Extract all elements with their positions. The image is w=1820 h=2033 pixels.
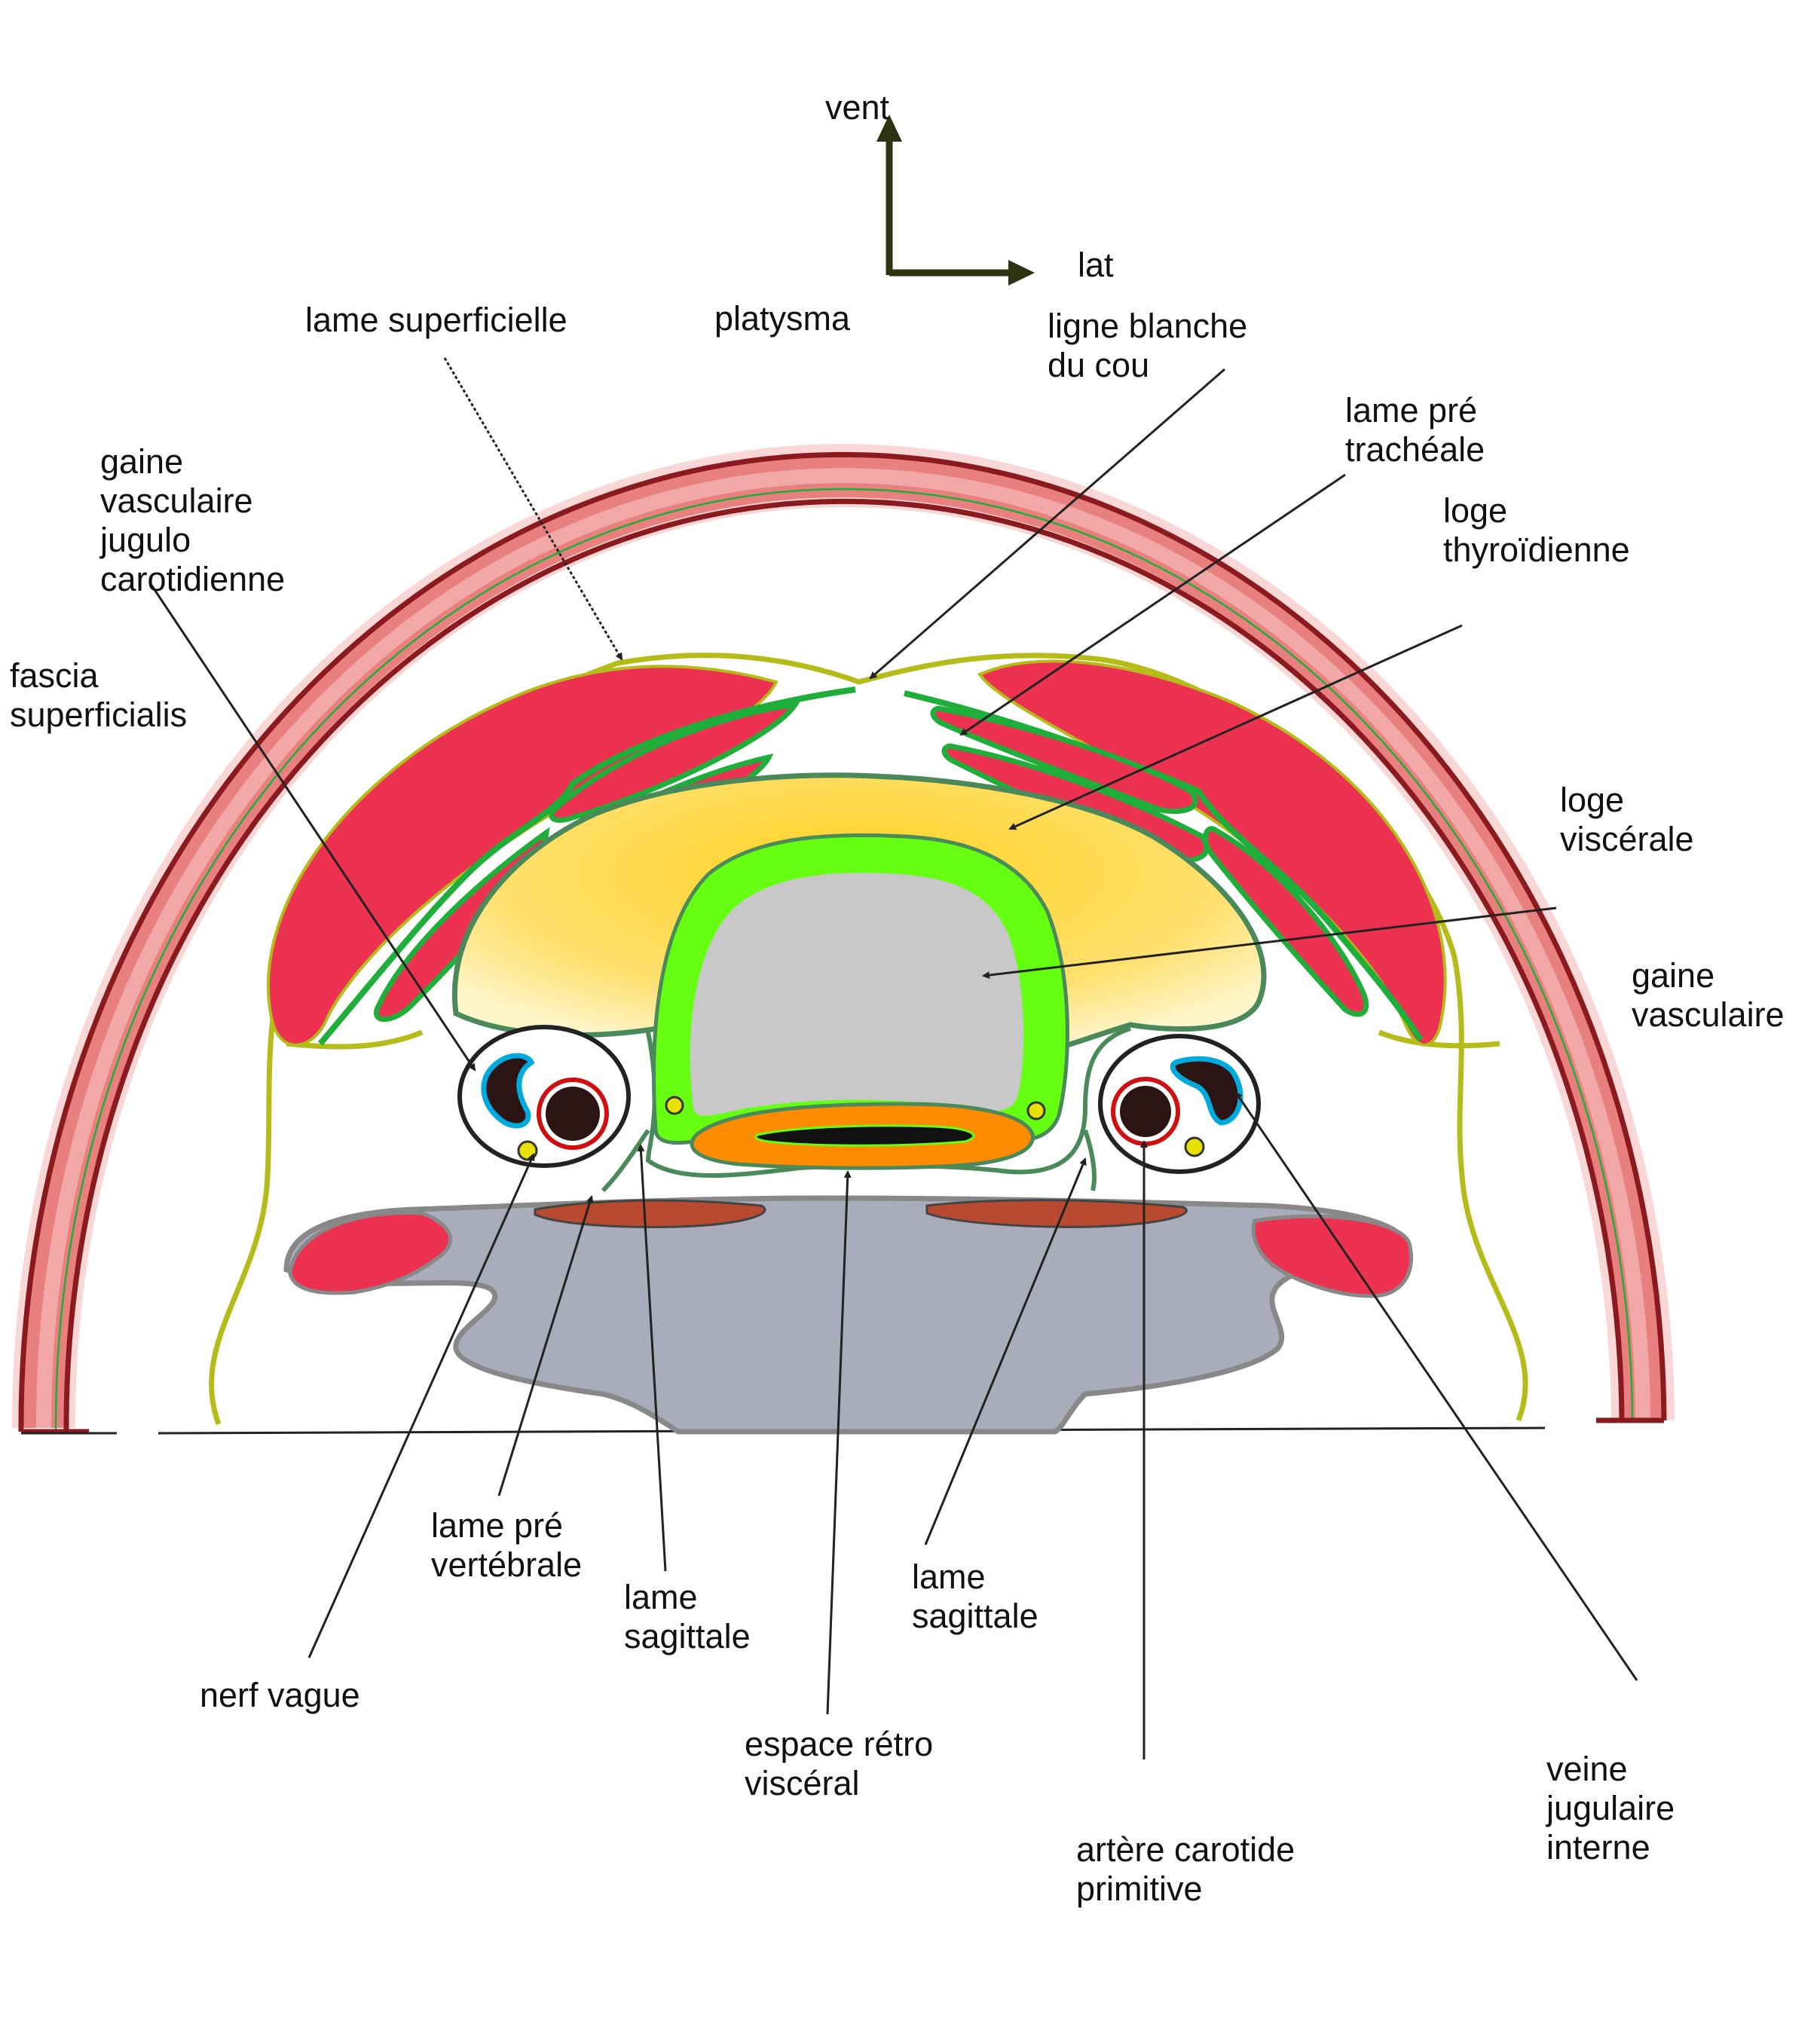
label-lat: lat <box>1078 246 1114 284</box>
right-arrowhead-icon <box>1008 260 1035 286</box>
jugular-vein-right <box>1170 1056 1243 1126</box>
trachea-lumen <box>690 873 1024 1116</box>
label-vent: vent <box>825 88 890 127</box>
label-platysma: platysma <box>714 299 851 338</box>
label-loge-viscerale: loge viscérale <box>1560 781 1694 858</box>
prevertebral-muscle-right <box>925 1199 1188 1228</box>
label-loge-thyroidienne: loge thyroïdienne <box>1443 491 1630 569</box>
vertebra <box>283 1195 1409 1435</box>
label-artere-carotide: artère carotide primitive <box>1076 1830 1305 1908</box>
carotid-artery-left <box>546 1087 600 1141</box>
label-veine-jugulaire: veine jugulaire interne <box>1545 1750 1684 1866</box>
label-lame-superficielle: lame superficielle <box>305 301 567 339</box>
carotid-artery-right <box>1120 1086 1171 1137</box>
node-right <box>1026 1101 1046 1120</box>
label-nerf-vague: nerf vague <box>200 1676 360 1714</box>
orientation-axes: vent lat <box>825 88 1114 286</box>
pointer-lines <box>149 357 1638 1759</box>
scalene-right <box>1251 1214 1414 1298</box>
vagus-nerve-left <box>517 1140 538 1161</box>
label-lame-sagittale-right: lame sagittale <box>912 1558 1038 1635</box>
vascular-sheath-left <box>457 1025 631 1168</box>
label-ligne-blanche: ligne blanche du cou <box>1048 307 1257 384</box>
label-fascia-superficialis: fascia superficialis <box>10 656 187 734</box>
node-left <box>665 1096 684 1115</box>
vascular-sheath-right <box>1098 1034 1261 1174</box>
jugular-vein-left <box>481 1053 535 1129</box>
label-lame-pre-vertebrale: lame pré vertébrale <box>431 1506 582 1584</box>
label-lame-pre-tracheale: lame pré trachéale <box>1345 391 1487 469</box>
up-arrowhead-icon <box>876 115 902 142</box>
label-espace-retro-visceral: espace rétro viscéral <box>745 1725 943 1802</box>
label-lame-sagittale-left: lame sagittale <box>624 1578 751 1655</box>
prevertebral-muscle-left <box>534 1199 766 1228</box>
scalene-left <box>288 1211 452 1295</box>
skin-arch <box>11 444 1675 1435</box>
labels: lame superficielle platysma ligne blanch… <box>10 299 1785 1908</box>
vagus-nerve-right <box>1184 1136 1205 1157</box>
label-gaine-vasculaire: gaine vasculaire <box>1632 956 1785 1034</box>
esophagus-lumen <box>754 1124 975 1147</box>
label-gaine-jugulo-carotidienne: gaine vasculaire jugulo carotidienne <box>99 442 285 598</box>
